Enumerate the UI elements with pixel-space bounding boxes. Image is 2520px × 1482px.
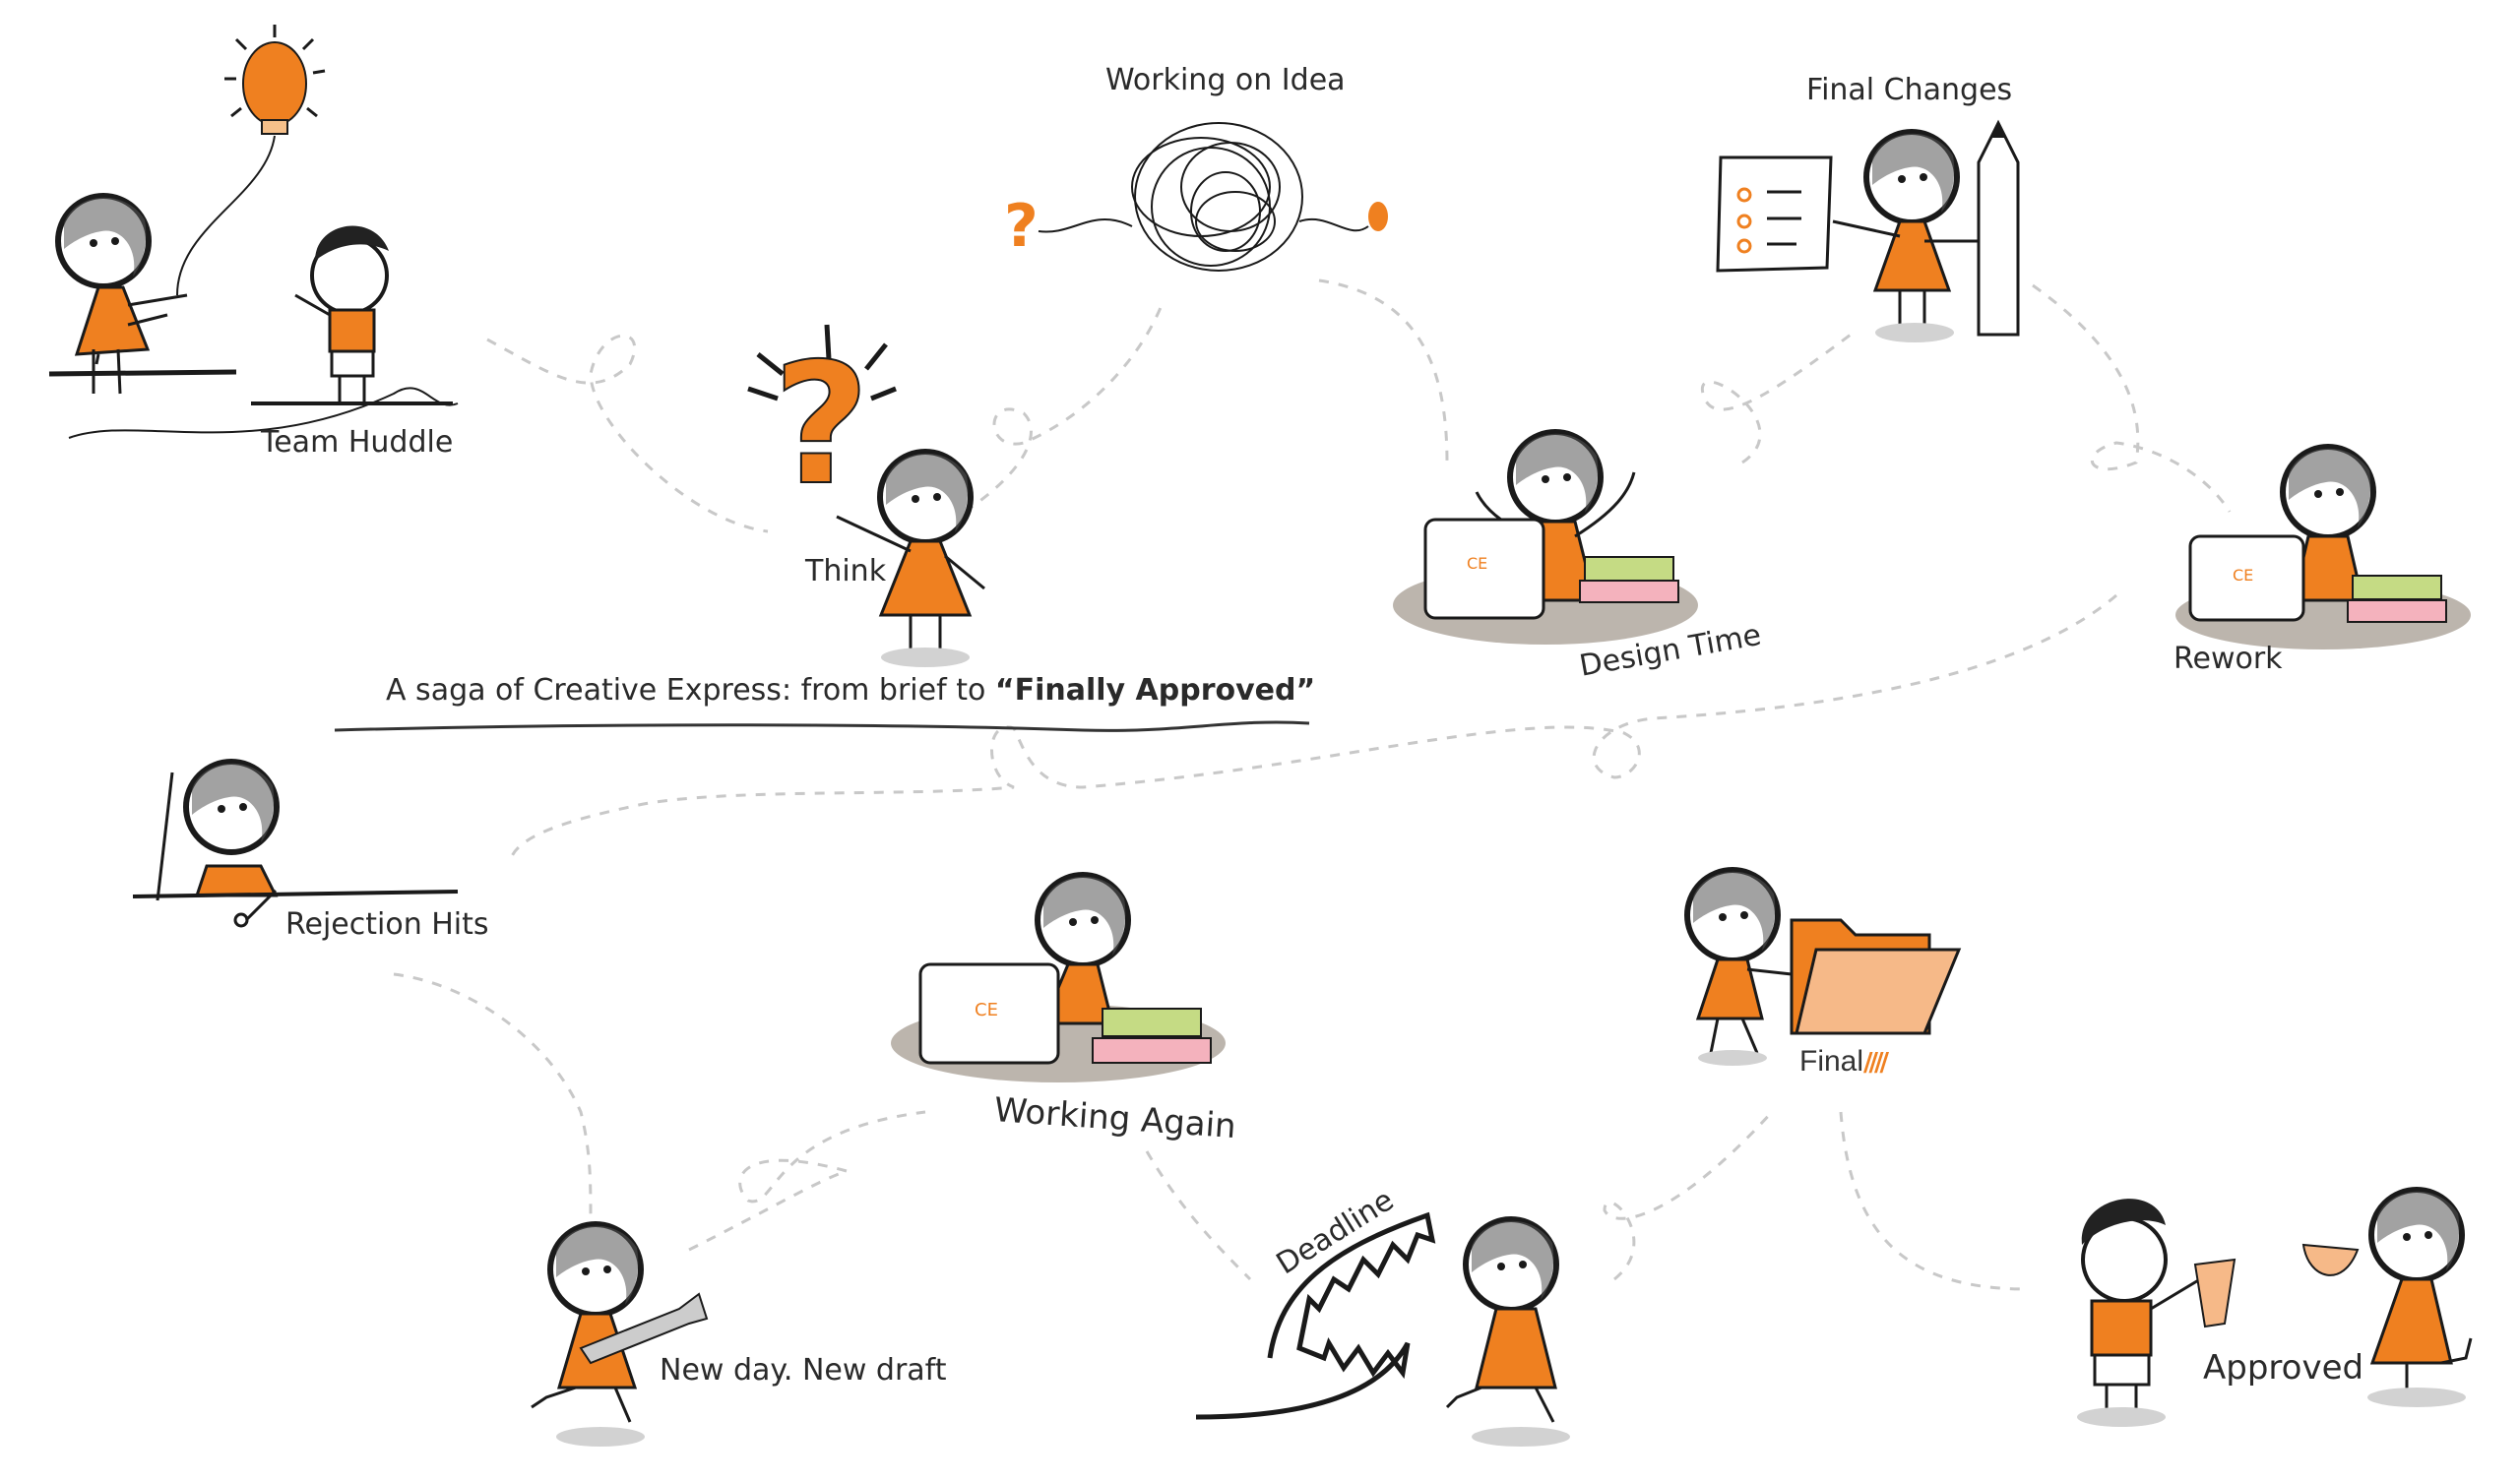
label-final: Final//// — [1799, 1045, 1889, 1079]
final-changes-scene — [1716, 119, 2020, 342]
label-approved: Approved — [2203, 1348, 2364, 1388]
final-text: Final — [1799, 1045, 1864, 1078]
new-day-scene — [531, 1224, 709, 1447]
page-title: A saga of Creative Express: from brief t… — [386, 673, 1315, 708]
label-team-huddle: Team Huddle — [261, 425, 454, 460]
lightbulb-icon — [224, 25, 326, 135]
label-rejection-hits: Rejection Hits — [285, 907, 489, 942]
ce-logo: CE — [1467, 554, 1487, 573]
journey-path — [393, 278, 2232, 1291]
final-scene — [1687, 870, 1962, 1066]
question-mark-icon: ? — [747, 324, 897, 524]
team-huddle-scene — [48, 25, 459, 439]
rework-scene: CE — [2175, 447, 2471, 649]
lightbulb-icon — [1368, 202, 1388, 231]
approved-scene — [2077, 1190, 2473, 1427]
label-final-changes: Final Changes — [1806, 73, 2013, 107]
title-prefix: A saga of Creative Express: from brief t… — [386, 673, 995, 708]
pencil-icon — [1977, 119, 2020, 337]
deadline-scene — [1195, 1211, 1570, 1447]
working-again-scene: CE — [891, 875, 1226, 1082]
rejection-hits-scene — [132, 762, 459, 928]
label-working-on-idea: Working on Idea — [1105, 63, 1346, 97]
ce-logo: CE — [2233, 566, 2253, 585]
question-mark-icon: ? — [1004, 192, 1039, 261]
final-hatch-marks: //// — [1863, 1048, 1889, 1078]
folder-icon — [1790, 918, 1962, 1035]
label-rework: Rework — [2174, 642, 2283, 676]
svg-text:?: ? — [773, 328, 870, 523]
title-underline — [334, 720, 1310, 732]
label-new-day: New day. New draft — [660, 1353, 947, 1388]
title-highlight: “Finally Approved” — [994, 673, 1316, 708]
design-time-scene: CE — [1393, 432, 1698, 645]
label-think: Think — [805, 554, 887, 588]
cocktail-glass-icon — [2301, 1243, 2360, 1276]
checklist-document-icon — [1716, 155, 1833, 273]
think-scene: ? — [747, 324, 985, 667]
juice-glass-icon — [2193, 1258, 2236, 1328]
wrench-icon — [579, 1292, 709, 1365]
working-on-idea-scene: ? — [1004, 122, 1388, 272]
ce-logo: CE — [975, 1000, 998, 1020]
